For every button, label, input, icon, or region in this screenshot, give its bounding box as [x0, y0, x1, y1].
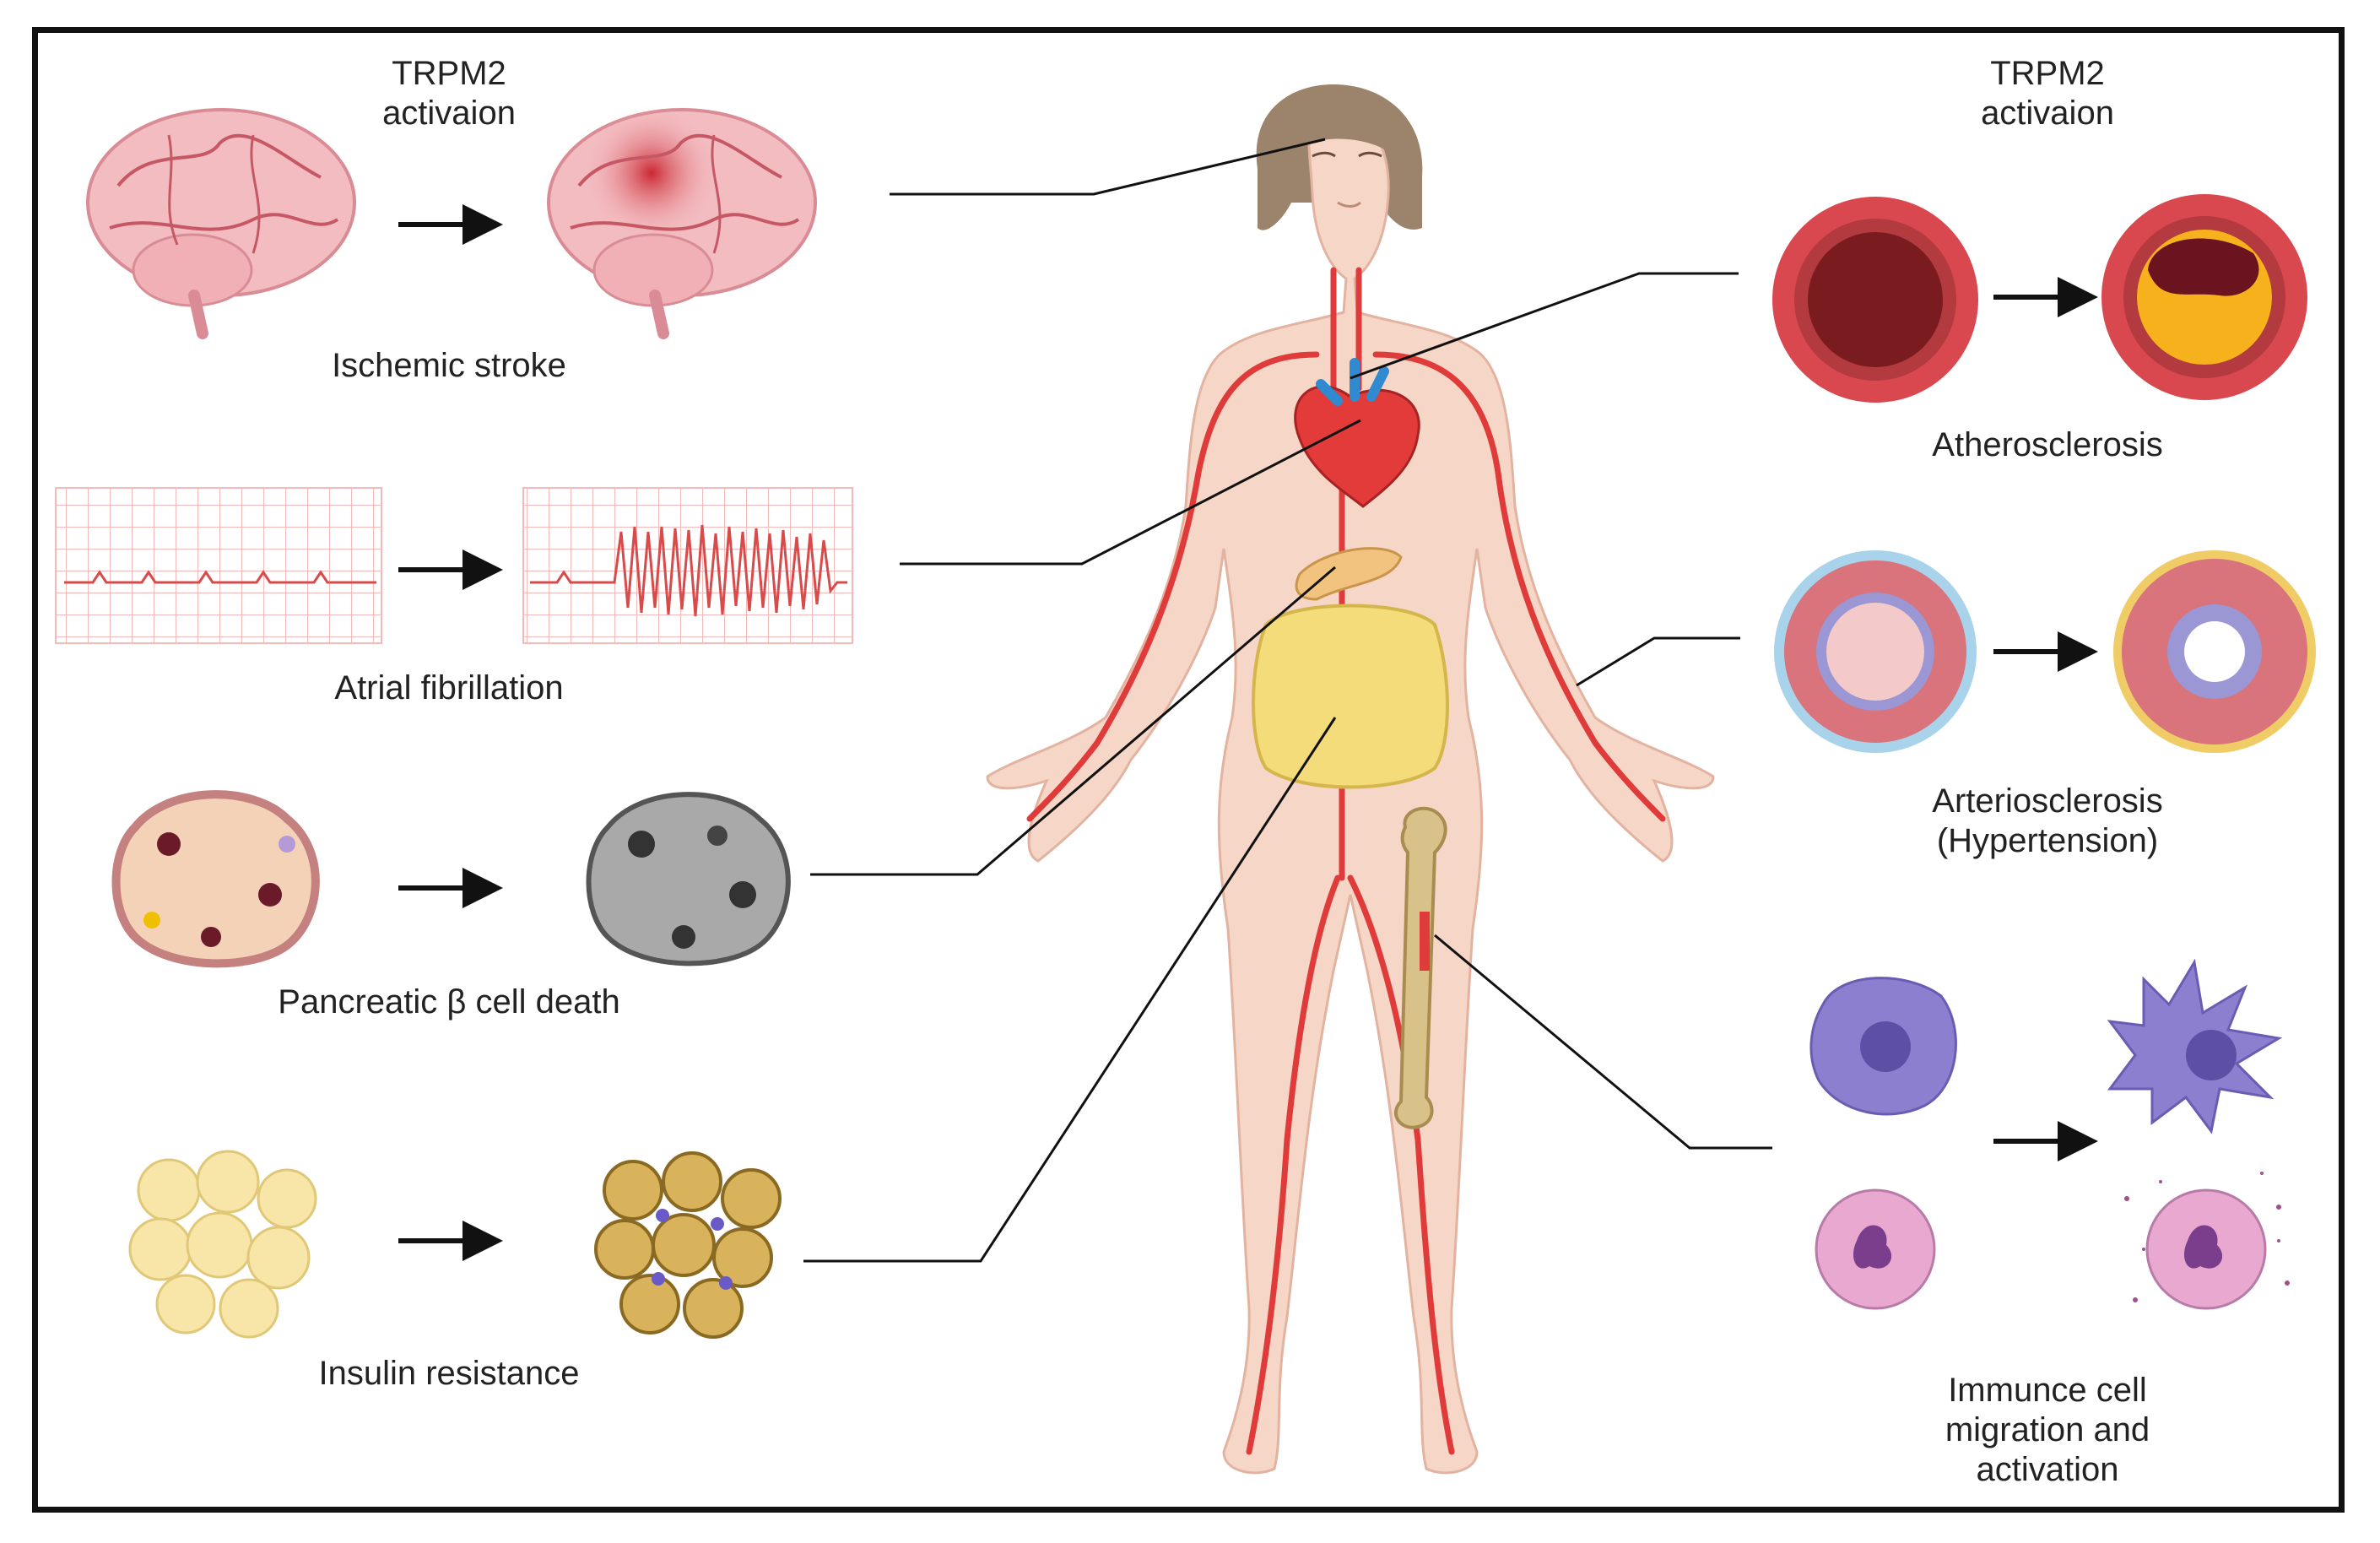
label-insulin-resistance: Insulin resistance: [318, 1355, 580, 1392]
ecg-afib-icon: [522, 487, 853, 644]
islet-dead-icon: [586, 792, 791, 966]
trpm2-label-left: TRPM2 activaion: [365, 54, 533, 133]
label-immune-line3: activation: [1976, 1451, 2119, 1489]
trpm2-subtitle-right: activaion: [1981, 95, 2114, 133]
label-arteriosclerosis-line1: Arteriosclerosis: [1932, 782, 2163, 820]
label-arteriosclerosis: Arteriosclerosis (Hypertension): [1836, 782, 2258, 861]
trpm2-title-right: TRPM2: [1990, 55, 2105, 92]
trpm2-title-left: TRPM2: [392, 55, 506, 92]
ecg-normal-icon: [55, 487, 382, 644]
artery-plaque-icon: [2101, 194, 2307, 400]
macrophage-activated-icon: [2107, 958, 2283, 1134]
vessel-normal-icon: [1774, 550, 1977, 753]
brain-normal-icon: [86, 108, 356, 339]
label-atherosclerosis: Atherosclerosis: [1932, 426, 2163, 463]
artery-normal-icon: [1772, 197, 1978, 403]
label-ischemic-stroke: Ischemic stroke: [332, 347, 566, 384]
neutrophil-resting-icon: [1815, 1188, 1936, 1310]
connector-lines: [803, 138, 1772, 1263]
human-body-figure: [986, 84, 1715, 1475]
vessel-hypertensive-icon: [2113, 550, 2316, 753]
label-immune-line2: migration and: [1945, 1411, 2150, 1449]
trpm2-label-right: TRPM2 activaion: [1963, 54, 2132, 133]
label-immune-line1: Immunce cell: [1948, 1372, 2147, 1409]
label-pancreatic-cell-death: Pancreatic β cell death: [278, 983, 620, 1021]
adipocytes-normal-icon: [128, 1150, 317, 1339]
label-arteriosclerosis-line2: (Hypertension): [1936, 822, 2159, 860]
islet-normal-icon: [111, 790, 320, 968]
label-immune-cells: Immunce cell migration and activation: [1836, 1371, 2258, 1491]
trpm2-subtitle-left: activaion: [382, 95, 516, 133]
label-atrial-fibrillation: Atrial fibrillation: [334, 669, 564, 707]
macrophage-resting-icon: [1809, 977, 1957, 1116]
brain-stroke-icon: [547, 106, 817, 339]
neutrophil-activated-icon: [2124, 1172, 2290, 1310]
adipocytes-resistant-icon: [594, 1151, 782, 1339]
